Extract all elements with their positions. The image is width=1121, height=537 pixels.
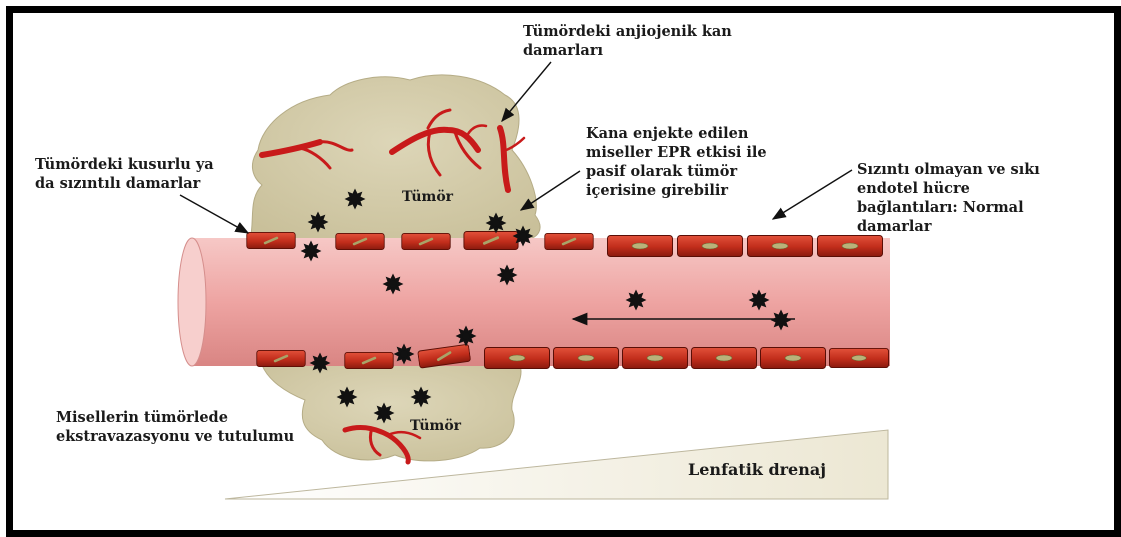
endothelial-cell-icon — [464, 231, 518, 249]
label-line: pasif olarak tümör — [586, 162, 767, 181]
label-line: endotel hücre — [857, 179, 1040, 198]
endothelial-cell-icon — [545, 233, 593, 249]
label-line: miseller EPR etkisi ile — [586, 143, 767, 162]
endothelial-cell-icon — [345, 352, 393, 368]
micelle-star-icon — [308, 212, 329, 233]
endothelial-cell-icon — [761, 348, 826, 369]
micelle-star-icon — [374, 403, 395, 424]
micelle-star-icon — [345, 189, 366, 210]
micelle-star-icon — [626, 290, 647, 311]
micelle-star-icon — [310, 353, 331, 374]
label-line: da sızıntılı damarlar — [35, 174, 214, 193]
label-line: Tümördeki kusurlu ya — [35, 155, 214, 174]
label-line: bağlantıları: Normal — [857, 198, 1040, 217]
micelle-star-icon — [301, 241, 322, 262]
endothelial-cell-icon — [829, 348, 888, 367]
endothelial-cell-icon — [748, 236, 813, 257]
micelle-star-icon — [394, 344, 415, 365]
endothelial-cell-icon — [247, 232, 295, 248]
endothelial-cell-icon — [608, 236, 673, 257]
endothelial-cell-icon — [692, 348, 757, 369]
micelle-star-icon — [337, 387, 358, 408]
label-tumor-upper: Tümör — [402, 189, 453, 205]
micelle-star-icon — [411, 387, 432, 408]
micelle-star-icon — [486, 213, 507, 234]
arrow-icon — [502, 62, 551, 121]
label-normal-vessels: Sızıntı olmayan ve sıkı endotel hücre ba… — [857, 160, 1040, 236]
label-line: Tümördeki anjiojenik kan — [523, 22, 732, 41]
label-angiogenic-vessels: Tümördeki anjiojenik kan damarları — [523, 22, 732, 60]
endothelial-cell-icon — [554, 348, 619, 369]
micelle-star-icon — [513, 226, 534, 247]
label-extravasation: Misellerin tümörlede ekstravazasyonu ve … — [56, 408, 294, 446]
micelle-star-icon — [771, 310, 792, 331]
endothelial-cell-icon — [623, 348, 688, 369]
label-line: Kana enjekte edilen — [586, 124, 767, 143]
endothelial-cell-icon — [678, 236, 743, 257]
label-tumor-lower: Tümör — [410, 418, 461, 434]
micelle-star-icon — [383, 274, 404, 295]
micelle-star-icon — [456, 326, 477, 347]
label-line: damarları — [523, 41, 732, 60]
label-defective-vessels: Tümördeki kusurlu ya da sızıntılı damarl… — [35, 155, 214, 193]
endothelial-cell-icon — [818, 236, 883, 257]
label-line: Misellerin tümörlede — [56, 408, 294, 427]
label-epr-effect: Kana enjekte edilen miseller EPR etkisi … — [586, 124, 767, 200]
micelle-star-icon — [749, 290, 770, 311]
label-lymphatic-drainage: Lenfatik drenaj — [688, 460, 826, 479]
label-line: damarlar — [857, 217, 1040, 236]
blood-vessel — [178, 238, 890, 366]
label-line: Sızıntı olmayan ve sıkı — [857, 160, 1040, 179]
endothelial-cell-icon — [257, 350, 305, 366]
arrow-icon — [180, 195, 248, 233]
endothelial-cell-icon — [336, 233, 384, 249]
label-line: ekstravazasyonu ve tutulumu — [56, 427, 294, 446]
micelle-star-icon — [497, 265, 518, 286]
label-line: içerisine girebilir — [586, 181, 767, 200]
arrow-icon — [773, 170, 852, 219]
endothelial-cell-icon — [402, 233, 450, 249]
endothelial-cell-icon — [485, 348, 550, 369]
